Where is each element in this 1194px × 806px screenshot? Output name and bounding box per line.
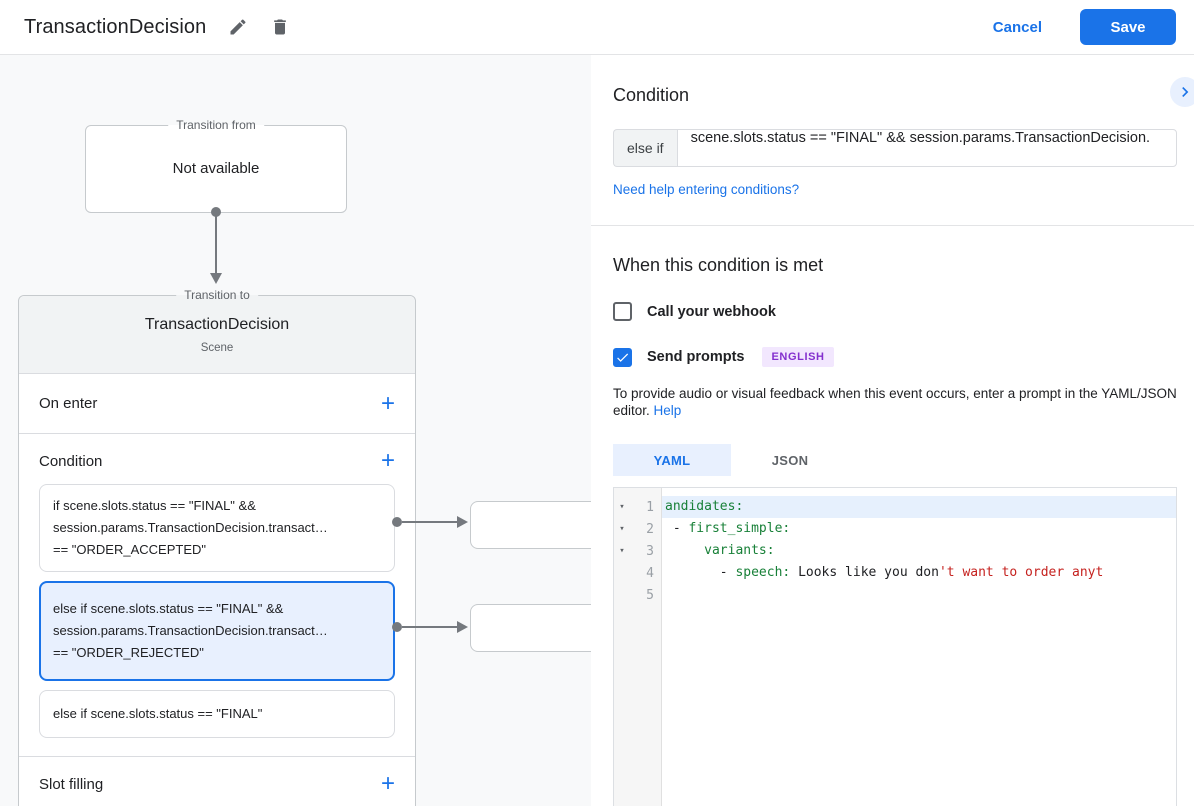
condition-card-accepted[interactable]: if scene.slots.status == "FINAL" && sess… xyxy=(39,484,395,572)
transition-target-box[interactable] xyxy=(470,604,591,652)
code-line[interactable] xyxy=(662,584,1176,606)
add-on-enter-button[interactable]: + xyxy=(380,389,395,417)
fold-arrow-icon[interactable]: ▾ xyxy=(619,524,625,534)
editor-tabs: YAML JSON xyxy=(613,444,1177,476)
condition-heading: Condition xyxy=(613,85,690,105)
connector-line xyxy=(402,521,458,523)
help-link[interactable]: Help xyxy=(653,403,682,418)
webhook-label: Call your webhook xyxy=(647,303,776,320)
code-token: - xyxy=(665,565,736,580)
add-slot-button[interactable]: + xyxy=(380,770,395,797)
edit-title-button[interactable] xyxy=(228,17,248,37)
line-number: 1 xyxy=(646,499,654,515)
code-token: 't want to order anyt xyxy=(938,565,1104,580)
section-divider xyxy=(591,225,1194,226)
on-enter-label: On enter xyxy=(39,395,98,412)
send-prompts-row: Send prompts ENGLISH xyxy=(613,347,1177,367)
language-badge: ENGLISH xyxy=(762,347,834,367)
line-number: 5 xyxy=(646,587,654,603)
checkmark-icon xyxy=(617,352,629,362)
slot-filling-label: Slot filling xyxy=(39,775,104,793)
scene-header: TransactionDecision Scene xyxy=(19,296,415,374)
main-area: Transition from Not available Transition… xyxy=(0,55,1194,806)
transition-target-box[interactable] xyxy=(470,501,591,549)
line-number: 3 xyxy=(646,543,654,559)
connector-dot xyxy=(392,622,402,632)
top-bar: TransactionDecision Cancel Save xyxy=(0,0,1194,55)
condition-expression-input[interactable]: scene.slots.status == "FINAL" && session… xyxy=(676,129,1177,167)
cancel-button[interactable]: Cancel xyxy=(992,18,1042,36)
gutter-line[interactable]: 5 xyxy=(614,584,661,606)
condition-help-link[interactable]: Need help entering conditions? xyxy=(613,182,800,197)
transition-from-legend: Transition from xyxy=(168,118,264,132)
code-token: andidates: xyxy=(665,499,744,514)
code-token: variants: xyxy=(704,543,775,558)
code-token: first_simple: xyxy=(688,521,791,536)
fold-arrow-icon[interactable]: ▾ xyxy=(619,546,625,556)
transition-from-box[interactable]: Transition from Not available xyxy=(85,118,347,213)
connector-line xyxy=(215,215,217,273)
fold-arrow-icon[interactable]: ▾ xyxy=(619,502,625,512)
condition-card-final[interactable]: else if scene.slots.status == "FINAL" xyxy=(39,690,395,738)
flow-canvas: Transition from Not available Transition… xyxy=(0,55,591,806)
save-button[interactable]: Save xyxy=(1080,9,1176,45)
gutter-line[interactable]: 4 xyxy=(614,562,661,584)
gutter-line[interactable]: ▾3 xyxy=(614,540,661,562)
line-number: 4 xyxy=(646,565,654,581)
tab-json[interactable]: JSON xyxy=(771,452,809,468)
slot-filling-section: Slot filling + Slot validation xyxy=(19,757,415,806)
delete-scene-button[interactable] xyxy=(270,17,290,37)
add-condition-button[interactable]: + xyxy=(380,447,395,474)
condition-card-rejected[interactable]: else if scene.slots.status == "FINAL" &&… xyxy=(39,581,395,681)
condition-editor-section: Condition else if scene.slots.status == … xyxy=(591,55,1194,199)
send-prompts-checkbox[interactable] xyxy=(613,347,632,367)
arrow-right-icon xyxy=(457,621,468,633)
code-line[interactable]: andidates: xyxy=(662,496,1176,518)
code-area[interactable]: andidates: - first_simple: variants: - s… xyxy=(662,488,1176,806)
connector-dot xyxy=(392,517,402,527)
transition-from-value: Not available xyxy=(172,160,260,177)
connector-dot xyxy=(211,207,221,217)
chevron-right-icon xyxy=(1182,87,1189,97)
code-token: speech: xyxy=(735,565,791,580)
transition-to-card: Transition to TransactionDecision Scene … xyxy=(18,288,416,806)
condition-prefix: else if xyxy=(613,129,677,167)
tab-yaml[interactable]: YAML xyxy=(613,444,731,476)
send-prompts-label: Send prompts xyxy=(647,349,745,365)
code-line[interactable]: - first_simple: xyxy=(662,518,1176,540)
code-line[interactable]: variants: xyxy=(662,540,1176,562)
condition-section: Condition + if scene.slots.status == "FI… xyxy=(19,434,415,757)
condition-section-label: Condition xyxy=(39,452,103,470)
scene-type-label: Scene xyxy=(200,342,234,354)
prompt-helper-text: To provide audio or visual feedback when… xyxy=(613,385,1177,419)
trash-icon xyxy=(274,19,287,35)
code-line[interactable]: - speech: Looks like you don't want to o… xyxy=(662,562,1176,584)
helper-text-body: To provide audio or visual feedback when… xyxy=(613,386,1177,418)
arrow-down-icon xyxy=(210,273,222,284)
on-enter-row[interactable]: On enter + xyxy=(19,374,415,434)
connector-line xyxy=(402,626,458,628)
line-number: 2 xyxy=(646,521,654,537)
code-token: Looks like you don xyxy=(790,565,939,580)
when-met-section: When this condition is met Call your web… xyxy=(591,226,1194,806)
webhook-row: Call your webhook xyxy=(613,302,1177,321)
arrow-right-icon xyxy=(457,516,468,528)
condition-detail-panel: Condition else if scene.slots.status == … xyxy=(591,55,1194,806)
gutter-line[interactable]: ▾1 xyxy=(614,496,661,518)
transition-to-legend: Transition to xyxy=(176,288,258,302)
pencil-icon xyxy=(230,19,246,35)
page-title: TransactionDecision xyxy=(24,15,207,38)
webhook-checkbox[interactable] xyxy=(613,302,632,321)
code-token: - xyxy=(665,521,689,536)
code-token xyxy=(665,543,704,558)
when-met-heading: When this condition is met xyxy=(613,255,824,275)
collapse-panel-button[interactable] xyxy=(1170,77,1194,107)
scene-name: TransactionDecision xyxy=(144,316,290,333)
gutter-line[interactable]: ▾2 xyxy=(614,518,661,540)
